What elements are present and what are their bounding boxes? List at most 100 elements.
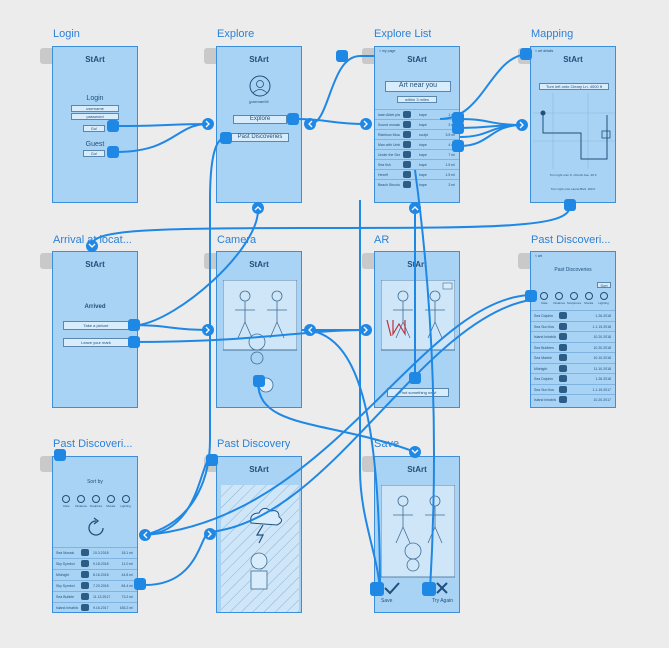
art-distance: 1.5 mi xyxy=(445,163,455,167)
discovery-date: 10.20.2018 xyxy=(593,335,611,339)
sort-option-icon[interactable]: Murals xyxy=(103,495,118,508)
back-link[interactable]: < art details xyxy=(535,49,554,53)
guest-go-button[interactable]: Go! xyxy=(83,150,105,157)
artboard-save[interactable]: StArt Save Try Again xyxy=(374,456,460,613)
art-type: sculpt xyxy=(419,133,429,137)
list-item[interactable]: Man with Umbrellabape4 mi xyxy=(375,139,459,149)
discovery-date: 11.13.2017 xyxy=(93,595,111,599)
artboard-title-ar[interactable]: AR xyxy=(374,234,390,246)
checkmark-icon[interactable] xyxy=(383,581,401,595)
sort-option-icon[interactable]: Distance xyxy=(74,495,89,508)
discovery-date: 10.3.2018 xyxy=(93,551,109,555)
artboard-title-past-discoveries[interactable]: Past Discoveri... xyxy=(531,234,611,246)
artboard-past-discovery[interactable]: StArt xyxy=(216,456,302,613)
discovery-name: Midnight xyxy=(56,573,70,577)
discovery-name: Sea Bubbles xyxy=(534,345,554,350)
art-near-you-header: Art near you xyxy=(385,81,451,92)
discovery-name: Sea Mosaic xyxy=(56,551,75,555)
sort-button[interactable]: Sort xyxy=(597,282,611,288)
back-link[interactable]: < art xyxy=(535,254,543,258)
refresh-icon[interactable] xyxy=(85,517,107,539)
sort-option-icon[interactable]: Murals xyxy=(581,292,596,305)
art-name: Hexelf xyxy=(378,173,388,177)
sort-option-icon[interactable]: Lighting xyxy=(118,495,133,508)
artboard-title-explore[interactable]: Explore xyxy=(217,28,255,40)
artboard-explore-list[interactable]: < my page StArt Art near you within 3 mi… xyxy=(374,46,460,203)
art-name: Under the Sea xyxy=(378,153,400,157)
discovery-distance: 73.2 mi xyxy=(121,595,133,599)
discovery-date: 11.10.2018 xyxy=(593,366,611,371)
art-name: Iwan Ablet playground xyxy=(378,113,400,117)
sort-option-icon[interactable]: Sculpture xyxy=(89,495,104,508)
password-field[interactable]: password xyxy=(71,113,119,120)
artboard-title-arrival[interactable]: Arrival at locat... xyxy=(53,234,132,246)
table-row[interactable]: Sea Mosaic 10.3.2018 18.1 mi xyxy=(53,547,137,557)
sort-icon-label: Date xyxy=(541,301,548,305)
list-item[interactable]: Iwan Ablet playgroundbape1 mi xyxy=(375,109,459,119)
route-map xyxy=(533,93,615,169)
artboard-login[interactable]: StArt Login username password Go! Guest … xyxy=(52,46,138,203)
close-icon[interactable] xyxy=(435,581,449,595)
table-row[interactable]: Island Inhabitants 10.20.2018 xyxy=(531,331,615,341)
artboard-mapping[interactable]: < art details StArt Turn left onto Clear… xyxy=(530,46,616,203)
table-row[interactable]: Island Inhabitants10.20.2017 xyxy=(531,394,615,404)
login-heading: Login xyxy=(86,95,104,102)
try-again-button[interactable]: Try Again xyxy=(432,598,453,604)
sort-option-icon[interactable]: Date xyxy=(537,292,552,305)
sort-by-heading: Sort by xyxy=(87,479,103,485)
save-button[interactable]: Save xyxy=(381,598,393,604)
list-item[interactable]: Rainbow Mosaicsculpt3.5 mi xyxy=(375,129,459,139)
sort-icon-label: Date xyxy=(63,504,70,508)
sort-option-icon[interactable]: Distance xyxy=(552,292,567,305)
sort-option-icon[interactable]: Lighting xyxy=(596,292,611,305)
discovery-thumbnail-icon xyxy=(559,333,567,340)
artboard-explore[interactable]: StArt jpaxman94 Explore Past Discoveries xyxy=(216,46,302,203)
art-distance: 1 mi xyxy=(448,113,455,117)
explore-button[interactable]: Explore xyxy=(233,115,287,124)
sort-icon-label: Lighting xyxy=(120,504,131,508)
discovery-distance: 18.1 mi xyxy=(121,551,133,555)
discovery-thumbnail-icon xyxy=(559,322,567,330)
artboard-title-past-discovery[interactable]: Past Discovery xyxy=(217,438,291,450)
login-go-button[interactable]: Go! xyxy=(83,125,105,132)
sort-icon xyxy=(77,495,86,503)
artboard-tab xyxy=(40,48,52,64)
back-link[interactable]: < my page xyxy=(379,49,396,53)
sort-option-icon[interactable]: Sculptures xyxy=(567,292,582,305)
discovery-thumbnail-icon xyxy=(81,582,89,589)
username-field[interactable]: username xyxy=(71,105,119,112)
artboard-title-login[interactable]: Login xyxy=(53,28,80,40)
artboard-title-mapping[interactable]: Mapping xyxy=(531,28,574,40)
brand-logo: StArt xyxy=(407,465,427,474)
art-distance: 7 mi xyxy=(448,153,455,157)
brand-logo: StArt xyxy=(85,260,105,269)
find-something-new-button[interactable]: Find something new! xyxy=(387,388,449,397)
discovery-name: Island Inhabitants xyxy=(534,335,556,339)
artboard-title-explore-list[interactable]: Explore List xyxy=(374,28,432,40)
discovery-thumbnail-icon xyxy=(559,343,567,351)
distance-filter[interactable]: within 3 miles xyxy=(397,96,437,103)
sort-icon-label: Murals xyxy=(584,301,594,305)
artboard-title-past-discoveries-sort[interactable]: Past Discoveri... xyxy=(53,438,133,450)
sort-icon-label: Murals xyxy=(106,504,116,508)
sort-option-icon[interactable]: Date xyxy=(59,495,74,508)
